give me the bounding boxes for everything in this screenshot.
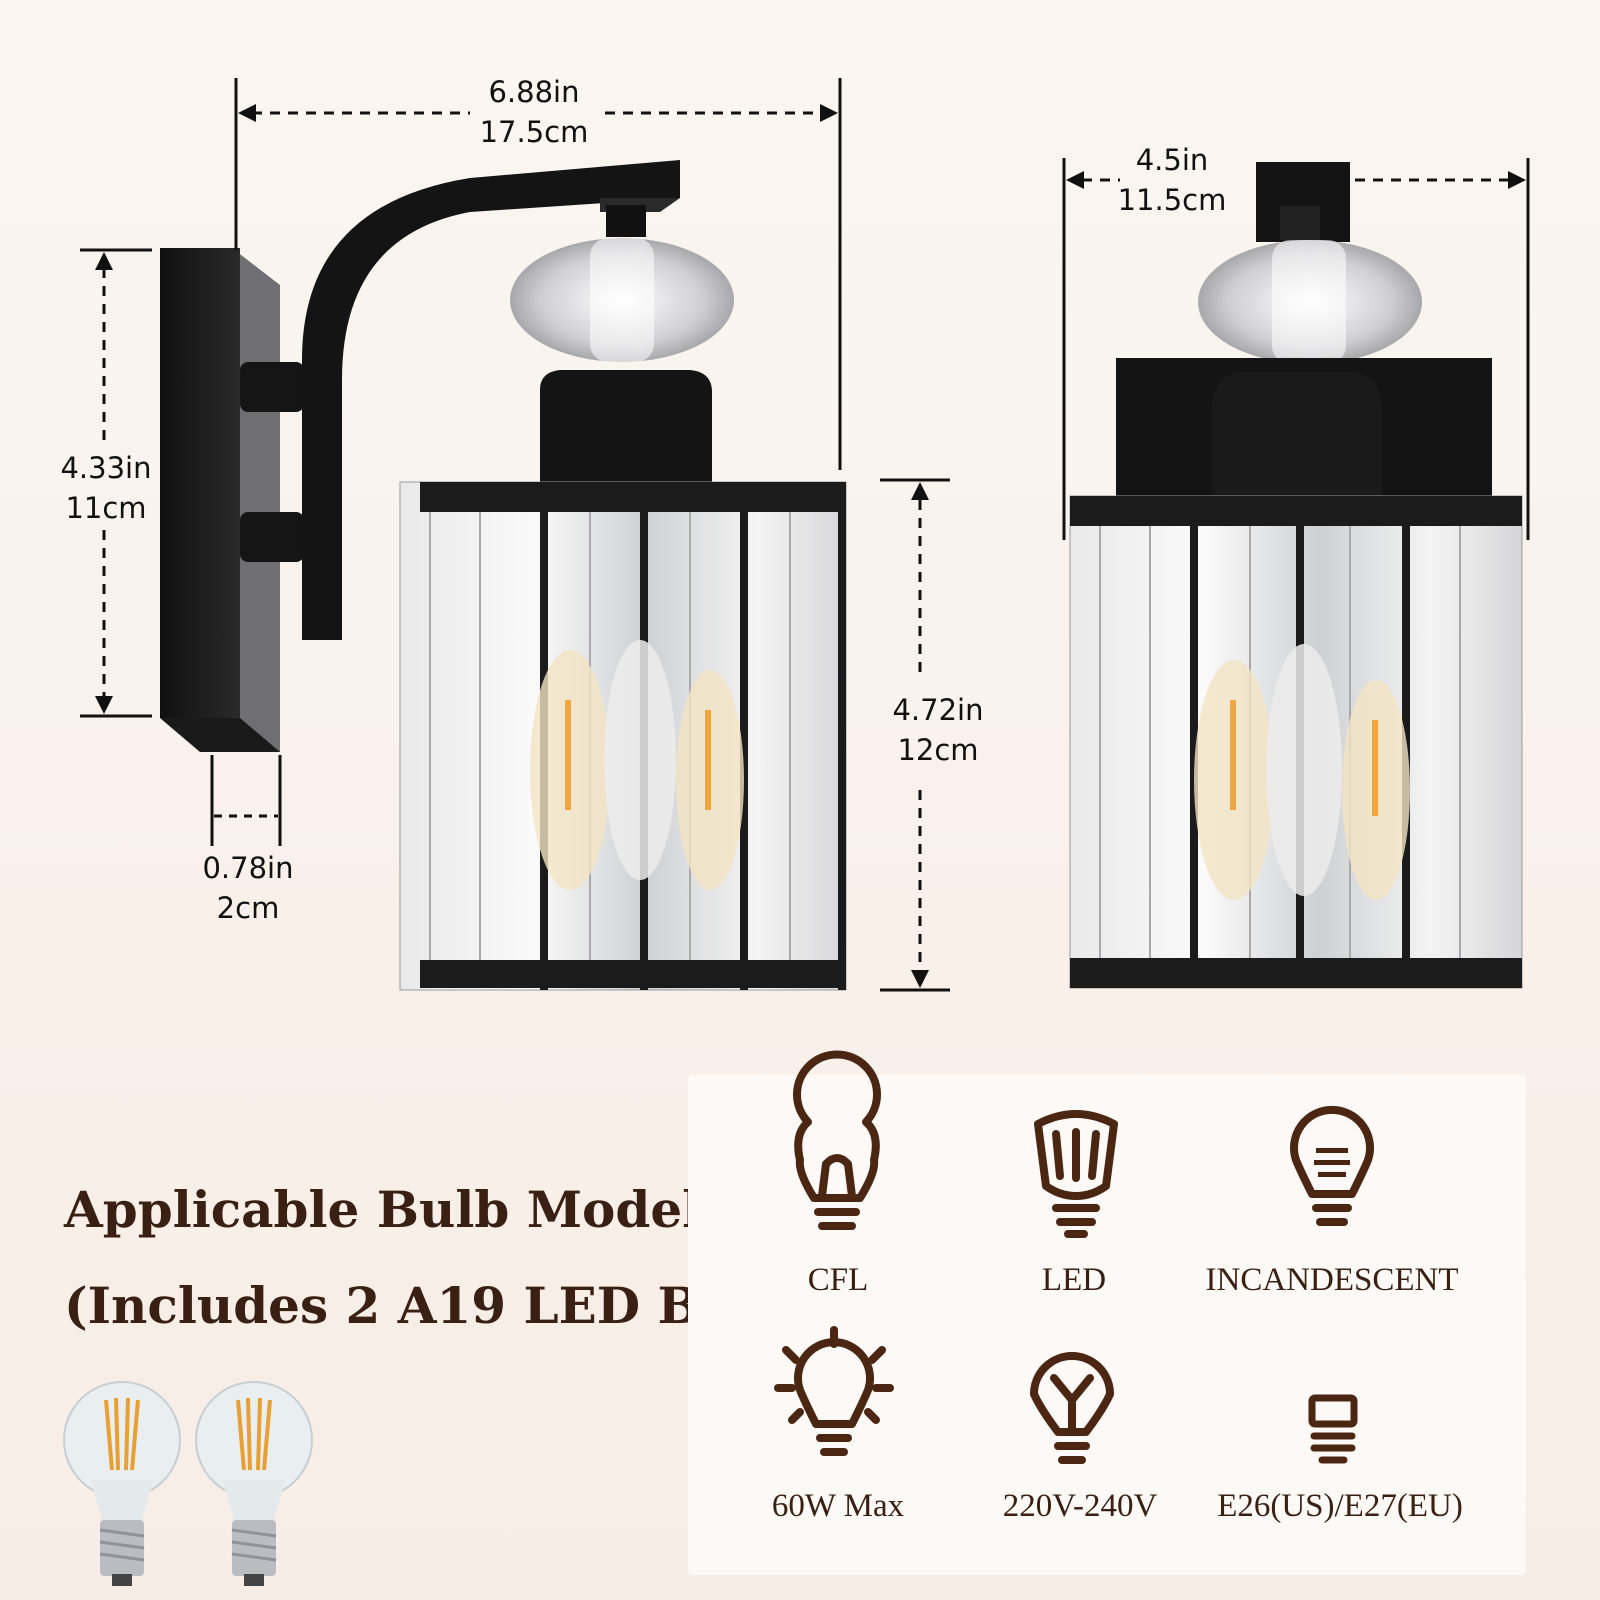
dimension-arrowheads	[95, 104, 1526, 988]
dim-shade-height-cm: 12cm	[897, 733, 979, 767]
dim-shade-height-in: 4.72in	[892, 693, 984, 727]
dim-backplate-height-cm: 11cm	[65, 491, 147, 525]
dim-backplate-depth-in: 0.78in	[202, 851, 294, 885]
dimension-lines	[80, 78, 1530, 992]
bulb-section-title: Applicable Bulb Models	[64, 1180, 730, 1239]
dim-front-width-cm: 11.5cm	[1117, 183, 1227, 217]
dim-side-width-cm: 17.5cm	[479, 115, 589, 149]
a19-bulb-image	[195, 1381, 313, 1586]
dim-backplate-height-in: 4.33in	[60, 451, 152, 485]
socket-label: E26(US)/E27(EU)	[1217, 1488, 1463, 1524]
led-label: LED	[1041, 1262, 1107, 1298]
fixture-illustrations	[80, 78, 1530, 992]
voltage-label: 220V-240V	[1002, 1488, 1158, 1524]
included-a19-bulbs	[63, 1381, 313, 1586]
wattage-label: 60W Max	[771, 1488, 905, 1524]
incandescent-label: INCANDESCENT	[1205, 1262, 1459, 1298]
front-view-fixture	[1069, 162, 1523, 989]
dim-backplate-depth-cm: 2cm	[216, 891, 280, 925]
side-view-bulbs	[530, 640, 744, 890]
a19-bulb-image	[63, 1381, 181, 1586]
front-view-bulbs	[1194, 644, 1410, 900]
cfl-label: CFL	[807, 1262, 869, 1298]
dim-side-width-in: 6.88in	[488, 75, 580, 109]
dim-front-width-in: 4.5in	[1135, 143, 1209, 177]
side-view-fixture	[160, 160, 847, 991]
